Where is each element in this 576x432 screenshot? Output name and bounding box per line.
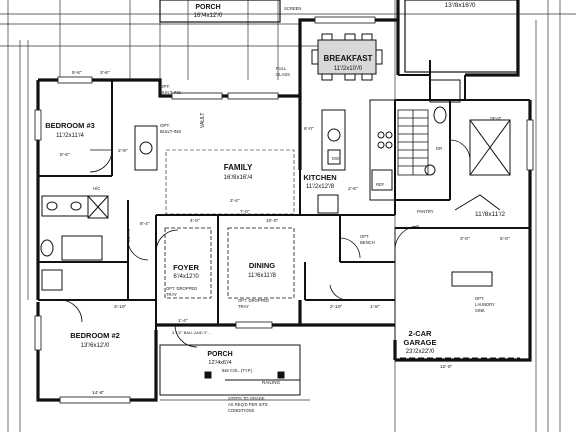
fireplace [134, 125, 158, 171]
breakfast-dims: 11'/2x10'/0 [334, 66, 363, 72]
dim-3-6: 3'-6" [100, 70, 110, 76]
dining-label: DINING [249, 261, 275, 270]
dim-2-4: 2'-4" [230, 198, 240, 204]
note-screen: SCREEN [284, 6, 301, 11]
breakfast-table [311, 33, 383, 81]
note-laundry-2: LAUNDRY [475, 302, 495, 307]
room-labels: PORCH 16'/4x12'/0 13'/8x16'/0 BREAKFAST … [45, 2, 505, 366]
porch-top-dims: 16'/4x12'/0 [194, 13, 223, 19]
foyer-dims: 6'/4x12'/0 [173, 274, 199, 280]
top-right-room [404, 0, 518, 73]
stairs [397, 109, 429, 176]
note-full-glass-1: FULL [276, 66, 287, 71]
bedroom2-dims: 13'/6x12'/0 [81, 343, 110, 349]
dim-8-6: 8'-6" [60, 152, 70, 158]
bath-fixtures-left [40, 195, 109, 291]
dim-5-6: 5'-6" [72, 70, 82, 76]
dim-1-4: 1'-4" [178, 318, 188, 324]
family-dims: 16'/8x16'/4 [224, 175, 253, 181]
dim-14-6: 14'-6" [92, 390, 105, 396]
note-railing: RAILING [262, 380, 281, 385]
note-steps-3: CONDITIONS [228, 408, 254, 413]
dining-dims: 11'/6x11'/8 [248, 273, 276, 279]
dim-12-0: 12'-0" [440, 364, 453, 370]
right-room-dims: 11'/8x11'/2 [475, 211, 505, 218]
note-opt-built-in-2: BUILT-INS [160, 90, 181, 95]
note-opt-built-in-1: OPT. [160, 84, 170, 89]
dim-8-4: 8'-4" [140, 221, 150, 227]
dim-10-0: 10'-0" [266, 218, 279, 224]
top-right-dims: 13'/8x16'/0 [444, 2, 475, 9]
kitchen-dims: 11'/2x12'/8 [306, 184, 335, 190]
family-ceiling-line [165, 149, 295, 215]
note-dining-tray-1: OPT. DROPPED [238, 298, 269, 303]
note-steps-2: AS REQ'D PER SITE [228, 402, 268, 407]
porch-bottom-dims: 12'/4x6'/4 [208, 360, 231, 366]
garage-label-1: 2-CAR [409, 329, 433, 338]
dim-2-10: 2'-10" [330, 304, 343, 310]
garage [394, 227, 531, 361]
note-seat: SEAT [490, 116, 502, 121]
dim-1-8: 1'-8" [370, 304, 380, 310]
garage-label-2: GARAGE [404, 338, 437, 347]
note-laundry-3: SINK [475, 308, 485, 313]
exterior-walls [36, 0, 532, 402]
dim-4-0: 4'-0" [190, 218, 200, 224]
bedroom3-label: BEDROOM #3 [45, 121, 95, 130]
dim-2-9: 2'-9" [118, 148, 128, 154]
note-bench-2: BENCH [360, 240, 375, 245]
note-pantry: PANTRY [417, 209, 434, 214]
note-hc: H/C [93, 186, 100, 191]
note-ref: REF [376, 182, 385, 187]
garage-dims: 23'/2x22'/0 [406, 349, 435, 355]
bedroom2-label: BEDROOM #2 [70, 331, 120, 340]
kitchen-counter [317, 99, 396, 214]
note-dining-tray-2: TRAY [238, 304, 249, 309]
note-steps-1: STEPS TO GRADE [228, 396, 265, 401]
family-label: FAMILY [224, 163, 253, 172]
porch-top [159, 0, 281, 23]
foyer-tray [164, 227, 212, 299]
note-opt-built-in-r1: OPT. [160, 123, 170, 128]
dim-2-6: 2'-6" [348, 186, 358, 192]
porch-bottom [159, 344, 301, 396]
bath-fixtures-right [424, 79, 511, 287]
kitchen-label: KITCHEN [303, 173, 336, 182]
note-vault: VAULT [200, 113, 206, 128]
note-foyer-tray-2: TRAY [166, 292, 177, 297]
windows [34, 16, 534, 404]
note-coats: COATS [126, 229, 131, 243]
dim-5-0: 5'-0" [500, 236, 510, 242]
dim-6-0: 6'-0" [304, 126, 314, 132]
bedroom3-dims: 11'/2x11'/4 [56, 133, 84, 139]
dim-3-10: 3'-10" [114, 304, 127, 310]
note-foyer-tray-1: OPT. DROPPED [166, 286, 197, 291]
dining-tray [227, 227, 295, 299]
foyer-label: FOYER [173, 263, 199, 272]
breakfast-label: BREAKFAST [324, 54, 373, 63]
note-bench-1: OPT. [360, 234, 369, 239]
plan-notes: OPT. BUILT-INS OPT. BUILT-INS VAULT OPT.… [93, 6, 502, 413]
note-full-glass-2: GLASS [276, 72, 290, 77]
note-laundry-1: OPT. [475, 296, 484, 301]
dimension-labels: 5'-6" 3'-6" 8'-6" 8'-4" 7'-0" 2'-9" 3'-1… [60, 70, 510, 396]
kitchen-island [321, 109, 346, 171]
note-dr: DR [436, 146, 442, 151]
porch-bottom-label: PORCH [207, 351, 232, 358]
dim-7-0: 7'-0" [240, 209, 250, 215]
note-col: 8x8 COL. (TYP.) [222, 368, 253, 373]
porch-top-label: PORCH [195, 4, 220, 11]
dim-3-0: 3'-0" [460, 236, 470, 242]
door-swings [59, 139, 471, 348]
note-opt-built-in-r2: BUILT-INS [160, 129, 181, 134]
note-col-detail: 3-1/2" BALL AND 3" ... [172, 330, 212, 335]
interior-walls [38, 60, 530, 330]
note-dw: DW [332, 156, 339, 161]
